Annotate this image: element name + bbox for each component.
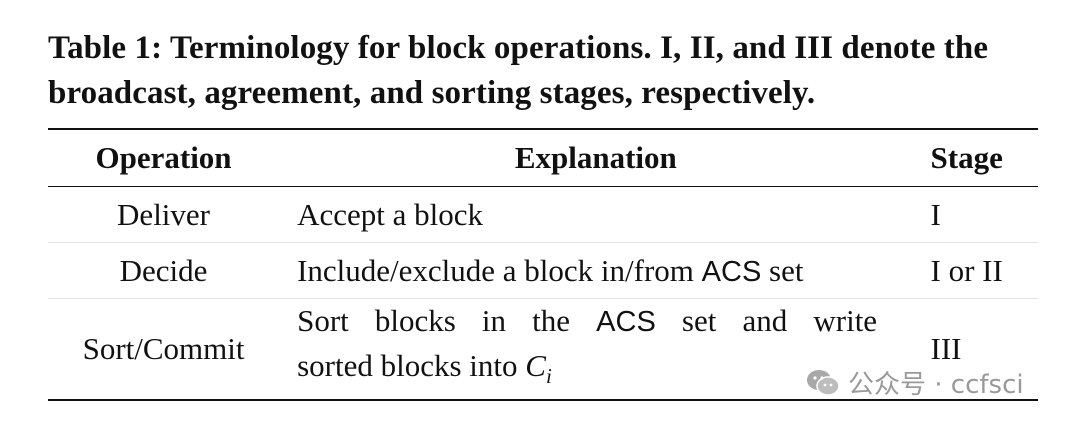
explanation-cell: Sort blocks in the ACS set and write sor… xyxy=(279,299,912,401)
explanation-text: Sort blocks in the xyxy=(297,303,597,339)
math-variable-c: C xyxy=(525,348,546,384)
header-operation: Operation xyxy=(95,140,232,175)
explanation-text: sorted blocks into xyxy=(297,348,526,384)
header-row: Operation Explanation Stage xyxy=(48,129,1038,187)
table-row: Decide Include/exclude a block in/from A… xyxy=(48,243,1038,299)
acs-code: ACS xyxy=(701,255,762,288)
operation-cell: Deliver xyxy=(117,196,211,232)
header-stage: Stage xyxy=(930,140,1003,175)
header-explanation: Explanation xyxy=(514,140,677,175)
explanation-text: set xyxy=(761,252,804,288)
stage-cell: I xyxy=(930,196,941,232)
watermark-text: 公众号 · ccfsci xyxy=(848,370,1024,400)
table-body: Deliver Accept a block I Decide Include/… xyxy=(48,187,1038,401)
explanation-line-1: Sort blocks in the ACS set and write xyxy=(297,299,877,344)
math-subscript-i: i xyxy=(545,364,552,389)
table-row: Deliver Accept a block I xyxy=(48,187,1038,243)
wechat-icon xyxy=(807,369,840,396)
explanation-text: Include/exclude a block in/from xyxy=(297,252,702,288)
table-header: Operation Explanation Stage xyxy=(48,129,1038,187)
acs-code: ACS xyxy=(596,306,656,339)
explanation-cell: Include/exclude a block in/from ACS set xyxy=(279,243,912,299)
operation-cell: Decide xyxy=(119,252,208,288)
explanation-line-2: sorted blocks into Ci xyxy=(297,348,552,388)
terminology-table-container: Operation Explanation Stage Deliver Acce… xyxy=(48,128,1038,401)
explanation-cell: Accept a block xyxy=(297,196,483,232)
operation-cell: Sort/Commit xyxy=(82,331,245,366)
watermark: 公众号 · ccfsci xyxy=(806,364,1024,401)
stage-cell: III xyxy=(930,331,962,366)
explanation-text: set and write xyxy=(655,303,878,339)
stage-cell: I or II xyxy=(930,252,1003,288)
table-caption: Table 1: Terminology for block operation… xyxy=(48,30,989,111)
explanation-block: Sort blocks in the ACS set and write sor… xyxy=(297,299,877,398)
terminology-table: Operation Explanation Stage Deliver Acce… xyxy=(48,128,1038,401)
table-row: Sort/Commit Sort blocks in the ACS set a… xyxy=(48,299,1038,401)
